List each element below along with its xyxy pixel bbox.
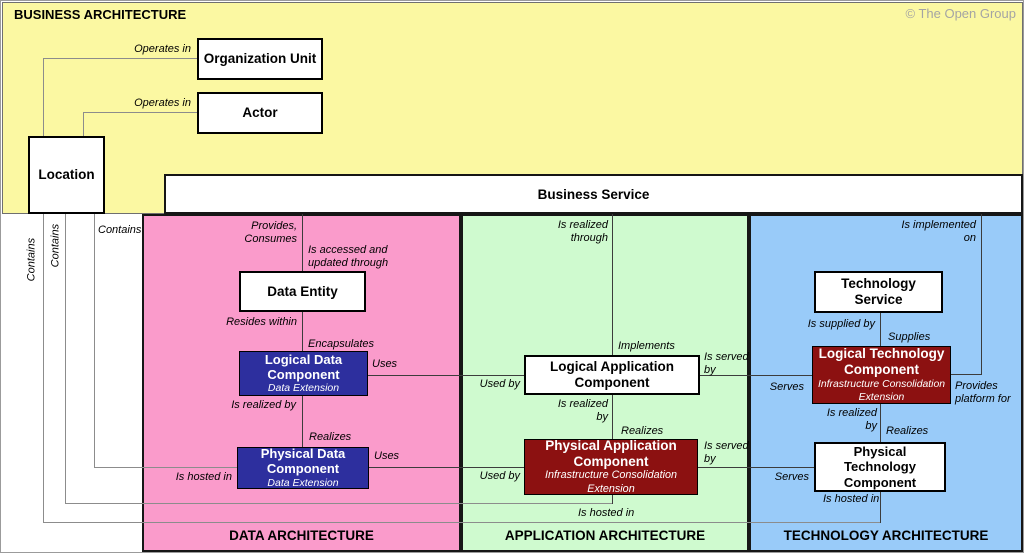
rel-implements: Implements — [618, 340, 675, 352]
rel-realizes-data: Realizes — [309, 431, 352, 443]
connector-location-actor — [83, 112, 197, 113]
node-label: Technology Service — [841, 276, 916, 307]
node-actor: Actor — [197, 92, 323, 134]
node-physical-data-component: Physical Data Component Data Extension — [237, 446, 369, 489]
rel-uses-physical: Uses — [374, 450, 400, 462]
rel-is-served-by-logical: Is served by — [704, 351, 749, 377]
node-logical-technology-component: Logical Technology Component Infrastruct… — [812, 346, 951, 404]
node-physical-technology-component: Physical Technology Component — [814, 442, 946, 492]
node-technology-service: Technology Service — [814, 271, 943, 313]
rel-operates-in-actor: Operates in — [134, 97, 191, 109]
node-label: Logical Application Component — [549, 359, 674, 390]
node-label: Business Service — [537, 186, 650, 202]
node-label: Physical Application Component — [545, 437, 677, 469]
node-business-service: Business Service — [164, 174, 1023, 214]
rel-provides-consumes: Provides, Consumes — [244, 220, 297, 246]
connector-logical-data-logical-application — [368, 375, 524, 376]
connector-location-physical-data — [94, 467, 237, 468]
rel-contains-data: Contains — [98, 224, 142, 236]
node-label: Location — [38, 167, 95, 183]
node-organization-unit: Organization Unit — [197, 38, 323, 80]
rel-realizes-technology: Realizes — [886, 425, 929, 437]
connector-physical-application-hosted — [612, 495, 613, 504]
connector-business-service-data-entity — [302, 214, 303, 271]
connector-location-orgunit — [43, 58, 44, 136]
business-architecture-title: BUSINESS ARCHITECTURE — [14, 7, 187, 22]
rel-supplies: Supplies — [888, 331, 931, 343]
rel-used-by-logical: Used by — [479, 378, 520, 390]
node-label: Logical Technology Component — [818, 346, 945, 377]
rel-is-supplied-by: Is supplied by — [807, 318, 875, 330]
connector-logical-application-physical-application — [612, 395, 613, 439]
rel-serves-physical: Serves — [774, 471, 809, 483]
rel-is-implemented-on: Is implemented on — [901, 219, 976, 245]
rel-serves-logical: Serves — [769, 381, 804, 393]
rel-is-hosted-in-data: Is hosted in — [175, 471, 232, 483]
rel-is-hosted-in-application: Is hosted in — [578, 507, 635, 519]
node-logical-application-component: Logical Application Component — [524, 355, 700, 395]
connector-physical-application-physical-technology — [698, 467, 814, 468]
connector-location-physical-application — [65, 213, 66, 503]
rel-is-realized-by-technology: Is realized by — [826, 407, 877, 433]
connector-technology-service-logical-technology — [880, 313, 881, 346]
rel-uses-logical: Uses — [372, 358, 398, 370]
rel-operates-in-orgunit: Operates in — [134, 43, 191, 55]
connector-location-actor — [83, 112, 84, 136]
node-extension-label: Data Extension — [267, 382, 340, 395]
rel-is-realized-through: Is realized through — [557, 219, 608, 245]
data-architecture-title: DATA ARCHITECTURE — [229, 528, 374, 543]
connector-logical-data-physical-data — [302, 396, 303, 447]
rel-contains-technology: Contains — [25, 237, 38, 282]
node-extension-label: Infrastructure Consolidation Extension — [544, 469, 678, 495]
connector-logical-technology-physical-technology — [880, 404, 881, 442]
rel-realizes-application: Realizes — [621, 425, 664, 437]
rel-is-realized-by-application: Is realized by — [557, 398, 608, 424]
node-label: Physical Technology Component — [843, 444, 917, 490]
node-label: Actor — [242, 105, 278, 121]
node-logical-data-component: Logical Data Component Data Extension — [239, 351, 368, 396]
node-extension-label: Data Extension — [267, 476, 339, 489]
rel-encapsulates: Encapsulates — [308, 338, 375, 350]
rel-is-realized-by-data: Is realized by — [231, 399, 296, 411]
rel-is-hosted-in-technology: Is hosted in — [823, 493, 880, 505]
node-physical-application-component: Physical Application Component Infrastru… — [524, 437, 698, 495]
technology-architecture-title: TECHNOLOGY ARCHITECTURE — [783, 528, 989, 543]
connector-business-service-logical-technology — [951, 374, 982, 375]
connector-physical-data-physical-application — [369, 467, 524, 468]
connector-location-physical-data — [94, 213, 95, 467]
node-label: Logical Data Component — [264, 351, 343, 382]
connector-location-physical-application — [65, 503, 612, 504]
connector-business-service-logical-technology — [981, 214, 982, 375]
connector-location-physical-technology — [43, 522, 881, 523]
connector-logical-application-logical-technology — [700, 375, 812, 376]
rel-is-accessed-updated-through: Is accessed and updated through — [308, 244, 389, 270]
rel-contains-application: Contains — [49, 223, 62, 268]
rel-resides-within: Resides within — [226, 316, 297, 328]
node-data-entity: Data Entity — [239, 271, 366, 312]
connector-business-service-logical-application — [612, 214, 613, 355]
connector-data-entity-logical-data — [302, 312, 303, 351]
node-label: Data Entity — [267, 283, 338, 299]
rel-used-by-physical: Used by — [479, 470, 520, 482]
node-label: Organization Unit — [203, 51, 317, 67]
copyright-notice: © The Open Group — [905, 6, 1016, 21]
connector-location-orgunit — [43, 58, 197, 59]
rel-is-served-by-physical: Is served by — [704, 440, 749, 466]
node-location: Location — [28, 136, 105, 214]
node-extension-label: Infrastructure Consolidation Extension — [817, 378, 946, 403]
connector-location-physical-technology — [43, 213, 44, 522]
rel-provides-platform-for: Provides platform for — [955, 380, 1011, 406]
connector-physical-technology-hosted — [880, 492, 881, 523]
application-architecture-title: APPLICATION ARCHITECTURE — [504, 528, 706, 543]
node-label: Physical Data Component — [260, 446, 346, 477]
